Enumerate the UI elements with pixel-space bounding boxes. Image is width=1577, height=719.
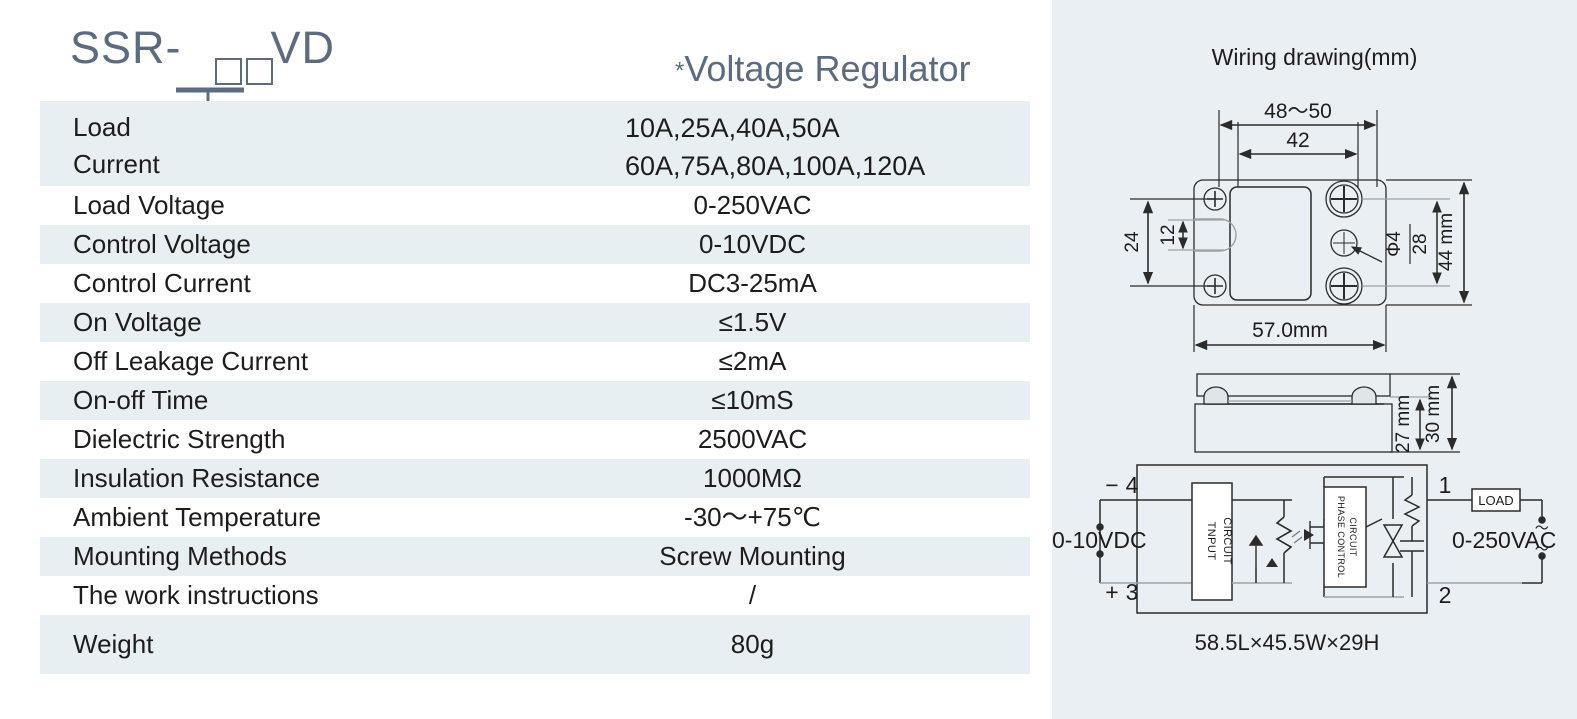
wiring-drawing-title: Wiring drawing(mm) xyxy=(1211,44,1418,70)
row-value-work-instructions: / xyxy=(748,579,757,610)
variant-code-boxes xyxy=(215,58,273,85)
row-label-control-current: Control Current xyxy=(73,267,251,298)
table-row: Control Voltage 0-10VDC xyxy=(40,225,1030,264)
row-label-load-voltage: Load Voltage xyxy=(73,189,225,220)
specification-table: Load Current 10A,25A,40A,50A 60A,75A,80A… xyxy=(40,101,1030,674)
input-circuit-label-line1: TNPUT xyxy=(1205,522,1217,561)
dim-left-outer: 24 xyxy=(1122,231,1143,253)
table-row: Load Current 10A,25A,40A,50A 60A,75A,80A… xyxy=(40,101,1030,186)
row-label-weight: Weight xyxy=(73,628,154,659)
table-row: Mounting Methods Screw Mounting xyxy=(40,537,1030,576)
page-subtitle: *Voltage Regulator xyxy=(675,48,971,90)
subtitle-text: Voltage Regulator xyxy=(684,48,971,89)
dim-inner-span: 42 xyxy=(1286,129,1309,152)
ac-symbol-bottom: ～ xyxy=(1535,541,1549,557)
row-value-weight: 80g xyxy=(730,628,775,659)
load-label: LOAD xyxy=(1478,493,1513,508)
input-circuit-label-line2: CIRCUIT xyxy=(1221,517,1233,564)
circuit-schematic: TNPUT CIRCUIT PHASE CONTROL CIRCUIT LOAD… xyxy=(1052,464,1556,614)
row-label-insulation-resistance: Insulation Resistance xyxy=(73,462,321,493)
phase-control-label-line2: CIRCUIT xyxy=(1348,517,1358,556)
row-value-ambient-temperature: -30～+75℃ xyxy=(684,501,821,532)
output-voltage-label: 0-250VAC xyxy=(1452,527,1556,553)
row-value-mounting-methods: Screw Mounting xyxy=(659,540,846,571)
table-row: Load Voltage 0-250VAC xyxy=(40,186,1030,225)
row-label-on-off-time: On-off Time xyxy=(73,384,209,415)
terminal-4-label: 4 xyxy=(1126,472,1139,498)
title-suffix: VD xyxy=(257,22,336,73)
row-value-control-voltage: 0-10VDC xyxy=(699,228,806,259)
dim-left-inner: 12 xyxy=(1158,224,1179,245)
dim-side-total: 30 mm xyxy=(1423,385,1444,443)
row-label-work-instructions: The work instructions xyxy=(73,579,319,610)
specification-panel: SSR- VD *Voltage Regulator Load Current … xyxy=(40,22,1040,674)
row-label-control-voltage: Control Voltage xyxy=(73,228,251,259)
terminal-1-label: 1 xyxy=(1439,472,1452,498)
dim-top-span: 48～50 xyxy=(1264,100,1332,123)
table-row: Weight 80g xyxy=(40,615,1030,674)
row-value-on-off-time: ≤10mS xyxy=(711,384,794,415)
table-row: Control Current DC3-25mA xyxy=(40,264,1030,303)
row-value-control-current: DC3-25mA xyxy=(688,267,817,298)
asterisk-marker: * xyxy=(675,57,685,85)
terminal-3-label: 3 xyxy=(1126,579,1139,605)
table-row: The work instructions / xyxy=(40,576,1030,615)
table-row: Off Leakage Current ≤2mA xyxy=(40,342,1030,381)
dim-width: 57.0mm xyxy=(1252,319,1328,342)
terminal-minus-sign: − xyxy=(1105,472,1118,498)
row-label-load-current: Load Current xyxy=(73,112,160,179)
dim-side-body: 27 mm xyxy=(1393,395,1414,453)
row-value-on-voltage: ≤1.5V xyxy=(718,306,787,337)
row-value-dielectric-strength: 2500VAC xyxy=(697,423,808,454)
terminal-2-label: 2 xyxy=(1439,582,1452,608)
dimension-drawing: 48～50 42 xyxy=(1122,100,1472,453)
table-row: On Voltage ≤1.5V xyxy=(40,303,1030,342)
product-title-row: SSR- VD *Voltage Regulator xyxy=(40,22,1040,94)
row-label-ambient-temperature: Ambient Temperature xyxy=(73,501,322,532)
dim-right-outer: 44 mm xyxy=(1436,213,1457,271)
table-row: Dielectric Strength 2500VAC xyxy=(40,420,1030,459)
table-row: Ambient Temperature -30～+75℃ xyxy=(40,498,1030,537)
phase-control-label-line1: PHASE CONTROL xyxy=(1336,496,1346,578)
variant-box-2 xyxy=(246,58,273,85)
title-prefix: SSR- xyxy=(70,22,182,73)
dim-right-inner: 28 xyxy=(1410,233,1431,254)
row-value-load-voltage: 0-250VAC xyxy=(693,189,812,220)
input-voltage-label: 0-10VDC xyxy=(1052,527,1147,553)
row-value-load-current: 10A,25A,40A,50A 60A,75A,80A,100A,120A xyxy=(625,113,926,182)
overall-size-label: 58.5L×45.5W×29H xyxy=(1194,630,1380,655)
row-value-off-leakage-current: ≤2mA xyxy=(718,345,787,376)
variant-box-1 xyxy=(215,58,242,85)
table-row: On-off Time ≤10mS xyxy=(40,381,1030,420)
terminal-plus-sign: + xyxy=(1105,579,1118,605)
row-label-on-voltage: On Voltage xyxy=(73,306,202,337)
dim-hole-diameter: Φ4 xyxy=(1384,231,1405,257)
table-row: Insulation Resistance 1000MΩ xyxy=(40,459,1030,498)
row-label-off-leakage-current: Off Leakage Current xyxy=(73,345,309,376)
page-title: SSR- VD xyxy=(70,22,335,74)
row-label-dielectric-strength: Dielectric Strength xyxy=(73,423,286,454)
row-label-mounting-methods: Mounting Methods xyxy=(73,540,287,571)
ac-symbol-top: ～ xyxy=(1535,520,1549,536)
row-value-insulation-resistance: 1000MΩ xyxy=(703,462,802,493)
wiring-drawing-panel: Wiring drawing(mm) 48～50 42 xyxy=(1052,0,1577,719)
